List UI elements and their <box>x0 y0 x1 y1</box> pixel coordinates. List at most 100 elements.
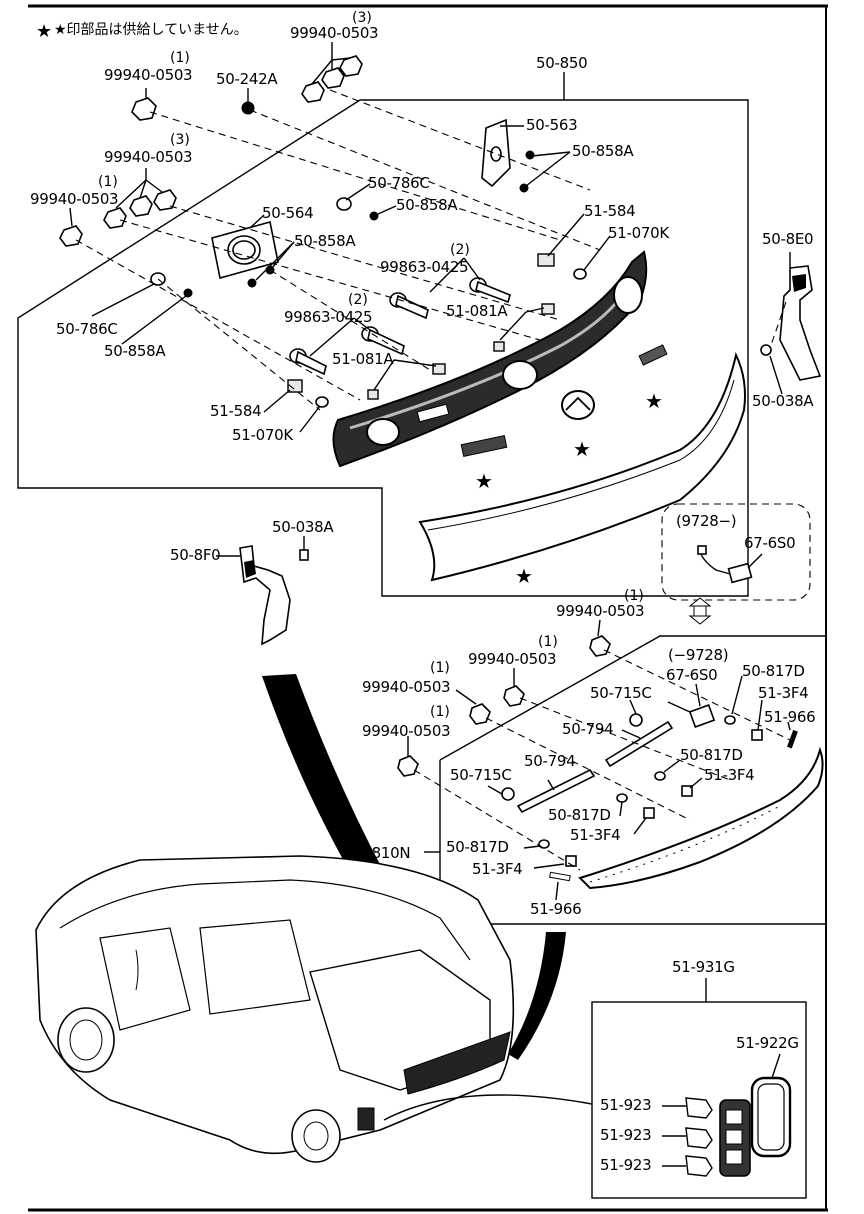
washer-50-786C-top <box>336 197 352 211</box>
sensor-67-6S0-a <box>697 545 753 584</box>
nut-99940-lower <box>397 755 419 777</box>
star-icon: ★ <box>645 389 663 413</box>
screw-50-858A <box>247 278 257 288</box>
qty-99940-d: (1) <box>624 588 644 604</box>
sensor-67-6S0-b <box>667 701 716 728</box>
nut-51-3F4 <box>643 807 655 819</box>
nut-99940-lower <box>469 703 491 725</box>
dashed-guides-upper <box>75 89 601 411</box>
label-51-070K-1: 51-070K <box>608 224 670 242</box>
label-50-786C-2: 50-786C <box>56 320 118 338</box>
lamp-gasket-51-922G <box>750 1076 792 1158</box>
nut-99940-lower <box>503 685 525 707</box>
label-99940-c: 99940-0503 <box>30 190 118 208</box>
label-50-858A-3: 50-858A <box>294 232 356 250</box>
mazda-emblem <box>561 390 595 420</box>
label-51-966-1: 51-966 <box>764 708 815 726</box>
clip-51-081A <box>493 341 505 352</box>
label-50-563: 50-563 <box>526 116 577 134</box>
panel-50-850-outline <box>17 99 749 597</box>
garnish-strip <box>418 351 746 582</box>
leader-51-922G <box>771 1053 781 1079</box>
clip-51-584 <box>287 379 303 393</box>
clip-51-081A <box>541 303 555 315</box>
pad-51-966 <box>549 871 571 882</box>
label-99940-e: 99940-0503 <box>468 650 556 668</box>
screw-50-858A <box>525 150 535 160</box>
label-99940-d: 99940-0503 <box>556 602 644 620</box>
label-51-584-2: 51-584 <box>210 402 261 420</box>
screw-50-858A <box>183 288 193 298</box>
label-50-564: 50-564 <box>262 204 313 222</box>
bracket-50-8F0-inner <box>244 560 256 578</box>
label-51-923-3: 51-923 <box>600 1156 651 1174</box>
garnish-lamp-left <box>366 418 400 446</box>
garnish-strip-line <box>427 379 735 531</box>
label-99940-f: 99940-0503 <box>362 678 450 696</box>
clip-51-081A <box>367 389 379 400</box>
label-50-817D-4: 50-817D <box>446 838 509 856</box>
clip-50-242A <box>241 101 255 115</box>
label-67-6S0-1: 67-6S0 <box>744 534 795 552</box>
label-9728-plus: (9728−) <box>676 512 736 530</box>
label-50-817D-3: 50-817D <box>548 806 611 824</box>
lamp-lens-51-923 <box>685 1097 713 1177</box>
label-67-6S0-2: 67-6S0 <box>666 666 717 684</box>
screw-50-858A <box>369 211 379 221</box>
qty-99940-e: (1) <box>538 634 558 650</box>
box-51-931G <box>591 1001 807 1199</box>
label-51-966-2: 51-966 <box>530 900 581 918</box>
label-50-858A-1: 50-858A <box>572 142 634 160</box>
strip-50-794-b <box>604 720 674 768</box>
bracket-hole <box>490 146 502 162</box>
garnish-plate <box>416 403 450 423</box>
clip-50-715C <box>629 713 643 727</box>
lamp-housing <box>719 1099 751 1177</box>
label-99940-top: 99940-0503 <box>290 24 378 42</box>
label-50-038A-1: 50-038A <box>752 392 814 410</box>
strip-50-794-a <box>516 768 596 814</box>
leader-50-038A-1 <box>769 355 783 395</box>
label-99863-b: 99863-0425 <box>284 308 372 326</box>
label-50-817D-1: 50-817D <box>742 662 805 680</box>
label-51-070K-2: 51-070K <box>232 426 294 444</box>
label-50-038A-2: 50-038A <box>272 518 334 536</box>
label-51-081A-1: 51-081A <box>446 302 508 320</box>
label-51-3F4-4: 51-3F4 <box>472 860 522 878</box>
variant-arrow-icon <box>688 597 712 625</box>
label-50-794-1: 50-794 <box>562 720 613 738</box>
grade-badge <box>638 344 668 366</box>
qty-99863-b: (2) <box>348 292 368 308</box>
garnish-emblem <box>502 360 538 390</box>
label-51-923-2: 51-923 <box>600 1126 651 1144</box>
label-99863-a: 99863-0425 <box>380 258 468 276</box>
leader-lamp <box>383 1094 593 1121</box>
clip-51-070K <box>315 396 329 408</box>
label-50-786C-1: 50-786C <box>368 174 430 192</box>
label-50-715C-1: 50-715C <box>590 684 652 702</box>
leaders-lower <box>407 619 791 901</box>
nut-51-3F4 <box>681 785 693 797</box>
grommet-50-817D <box>724 715 736 725</box>
label-50-794-2: 50-794 <box>524 752 575 770</box>
bracket-hole-inner <box>232 240 256 260</box>
star-icon: ★ <box>475 469 493 493</box>
star-icon: ★ <box>515 564 533 588</box>
label-51-3F4-3: 51-3F4 <box>570 826 620 844</box>
qty-99940-top: (3) <box>352 10 372 26</box>
qty-99940-g: (1) <box>430 704 450 720</box>
label-50-715C-2: 50-715C <box>450 766 512 784</box>
grommet-50-817D <box>654 771 666 781</box>
bolt-99863 <box>289 348 327 376</box>
nut-99940 <box>59 55 363 247</box>
label-51-923-1: 51-923 <box>600 1096 651 1114</box>
label-51-3F4-2: 51-3F4 <box>704 766 754 784</box>
clip-51-584 <box>537 253 555 267</box>
bracket-50-8E0-inner <box>792 274 806 292</box>
mazda-emblem-wing <box>565 396 591 411</box>
bolt-99863 <box>469 277 511 304</box>
star-icon: ★ <box>36 21 52 42</box>
label-50-8E0: 50-8E0 <box>762 230 813 248</box>
clip-50-038A-left <box>299 549 309 561</box>
vehicle-illustration <box>35 855 515 1163</box>
